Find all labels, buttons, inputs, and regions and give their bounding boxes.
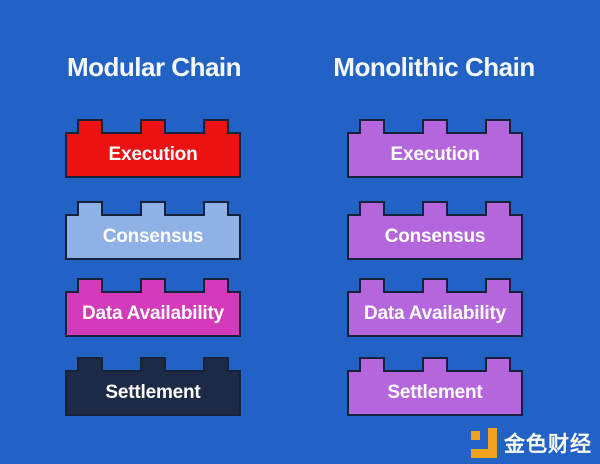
brick-studs [347, 357, 523, 372]
brick-modular-data-availability: Data Availability [65, 278, 241, 337]
brick-label: Data Availability [82, 303, 224, 324]
brick-studs [65, 357, 241, 372]
brick-monolithic-execution: Execution [347, 119, 523, 178]
brick-monolithic-settlement: Settlement [347, 357, 523, 416]
jinse-finance-logo-icon [471, 428, 497, 458]
brick-modular-consensus: Consensus [65, 201, 241, 260]
brick-studs [65, 201, 241, 216]
watermark-brand-text: 金色财经 [504, 433, 592, 456]
monolithic-chain-title: Monolithic Chain [333, 52, 535, 82]
brick-label: Consensus [102, 226, 204, 247]
jinse-finance-watermark: 金色财经 [471, 428, 592, 458]
brick-modular-execution: Execution [65, 119, 241, 178]
brick-label: Execution [108, 144, 198, 165]
brick-label: Data Availability [364, 303, 506, 324]
brick-studs [65, 119, 241, 134]
brick-label: Settlement [105, 382, 201, 403]
brick-studs [65, 278, 241, 293]
brick-monolithic-consensus: Consensus [347, 201, 523, 260]
brick-studs [347, 278, 523, 293]
brick-label: Execution [390, 144, 480, 165]
brick-label: Settlement [387, 382, 483, 403]
modular-chain-title: Modular Chain [66, 52, 242, 82]
brick-studs [347, 119, 523, 134]
brick-studs [347, 201, 523, 216]
brick-modular-settlement: Settlement [65, 357, 241, 416]
brick-label: Consensus [384, 226, 486, 247]
brick-monolithic-data-availability: Data Availability [347, 278, 523, 337]
